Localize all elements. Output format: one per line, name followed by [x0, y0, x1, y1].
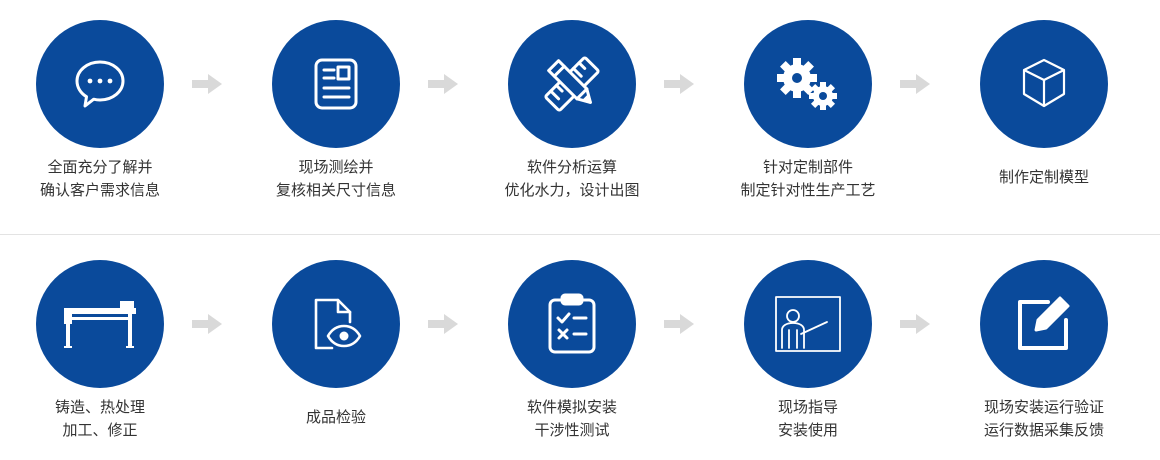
workbench-icon — [62, 299, 138, 349]
step-circle — [508, 20, 636, 148]
cube-icon — [1016, 56, 1072, 112]
pencil-ruler-icon — [540, 52, 604, 116]
step-circle — [272, 20, 400, 148]
arrow-right-icon — [428, 74, 458, 94]
caption-line-1: 铸造、热处理 — [54, 398, 145, 416]
arrow-right-icon — [900, 314, 930, 334]
caption-line-2: 安装使用 — [777, 421, 838, 439]
caption-line-2: 制定针对性生产工艺 — [740, 181, 876, 199]
gears-icon — [773, 54, 843, 114]
arrow-right-icon — [428, 314, 458, 334]
caption-line-2: 干涉性测试 — [534, 421, 610, 439]
step-circle — [980, 20, 1108, 148]
step-caption: 铸造、热处理 加工、修正 — [0, 396, 200, 442]
step-circle — [980, 260, 1108, 388]
caption-line-2: 加工、修正 — [62, 421, 138, 439]
caption-line-1: 现场测绘并 — [298, 158, 374, 176]
arrow-right-icon — [192, 74, 222, 94]
step-circle — [272, 260, 400, 388]
caption-line-1: 软件模拟安装 — [526, 398, 617, 416]
step-caption: 软件分析运算 优化水力，设计出图 — [472, 156, 672, 202]
step-caption: 针对定制部件 制定针对性生产工艺 — [708, 156, 908, 202]
chat-bubble-icon — [72, 56, 128, 112]
caption-line-2: 运行数据采集反馈 — [983, 421, 1104, 439]
step-caption: 成品检验 — [236, 406, 436, 429]
file-eye-icon — [306, 294, 366, 354]
arrow-right-icon — [192, 314, 222, 334]
clipboard-checklist-icon — [544, 292, 600, 356]
caption-line-1: 成品检验 — [305, 408, 366, 426]
step-circle — [744, 20, 872, 148]
presentation-board-icon — [773, 294, 843, 354]
arrow-right-icon — [664, 74, 694, 94]
caption-line-2: 优化水力，设计出图 — [504, 181, 640, 199]
arrow-right-icon — [900, 74, 930, 94]
step-caption: 软件模拟安装 干涉性测试 — [472, 396, 672, 442]
caption-line-1: 现场指导 — [777, 398, 838, 416]
arrow-right-icon — [664, 314, 694, 334]
step-caption: 制作定制模型 — [944, 166, 1144, 189]
section-divider — [0, 234, 1160, 235]
step-caption: 现场测绘并 复核相关尺寸信息 — [236, 156, 436, 202]
step-circle — [36, 20, 164, 148]
caption-line-1: 制作定制模型 — [998, 168, 1089, 186]
step-circle — [744, 260, 872, 388]
caption-line-2: 确认客户需求信息 — [39, 181, 160, 199]
step-circle — [36, 260, 164, 388]
step-caption: 全面充分了解并 确认客户需求信息 — [0, 156, 200, 202]
caption-line-1: 针对定制部件 — [762, 158, 853, 176]
document-icon — [308, 56, 364, 112]
caption-line-1: 软件分析运算 — [526, 158, 617, 176]
step-caption: 现场指导 安装使用 — [708, 396, 908, 442]
caption-line-1: 全面充分了解并 — [47, 158, 153, 176]
caption-line-1: 现场安装运行验证 — [983, 398, 1104, 416]
edit-icon — [1014, 294, 1074, 354]
process-row-2: 铸造、热处理 加工、修正 成品检验 — [0, 260, 1160, 460]
step-caption: 现场安装运行验证 运行数据采集反馈 — [944, 396, 1144, 442]
process-row-1: 全面充分了解并 确认客户需求信息 现场测绘并 复核相关尺寸信息 — [0, 20, 1160, 220]
step-circle — [508, 260, 636, 388]
caption-line-2: 复核相关尺寸信息 — [275, 181, 396, 199]
